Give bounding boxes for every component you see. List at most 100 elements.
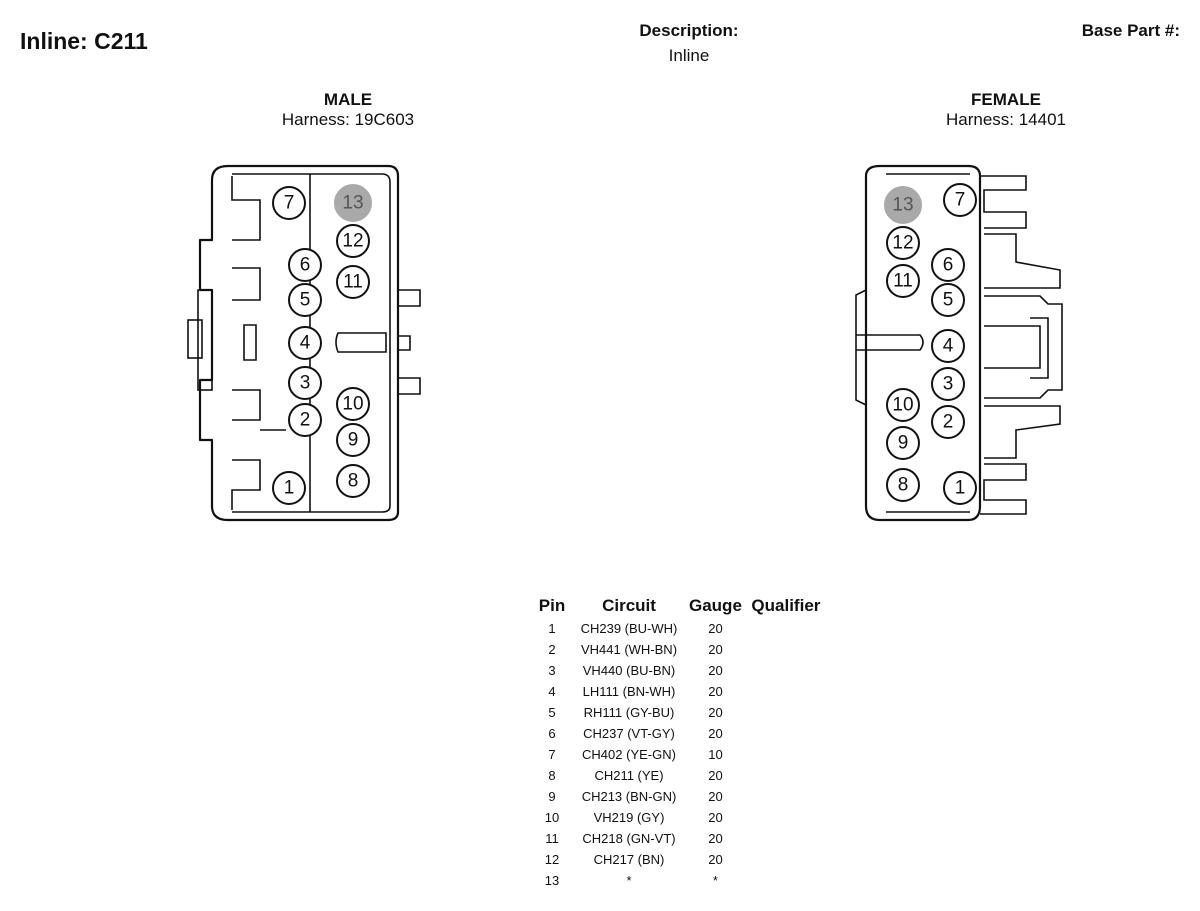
qualifier-cell [744, 744, 828, 765]
circuit-cell: RH111 (GY-BU) [583, 705, 675, 720]
table-row: 5 RH111 (GY-BU) 20 [533, 702, 828, 723]
svg-text:8: 8 [348, 471, 359, 492]
svg-text:5: 5 [943, 290, 954, 311]
female-pin-1: 1 [943, 471, 977, 505]
circuit-cell: CH217 (BN) [593, 852, 665, 867]
male-label: MALE [323, 90, 373, 109]
circuit-cell: VH441 (WH-BN) [580, 642, 678, 657]
qualifier-cell [744, 849, 828, 870]
svg-text:10: 10 [892, 395, 913, 416]
svg-text:7: 7 [955, 190, 966, 211]
male-pin-5: 5 [288, 283, 322, 317]
male-pin-2: 2 [288, 403, 322, 437]
table-row: 13** [533, 870, 828, 891]
qualifier-cell [744, 723, 828, 744]
pin-cell: 2 [548, 642, 556, 657]
svg-text:4: 4 [300, 333, 311, 354]
circuit-cell: CH218 (GN-VT) [582, 831, 676, 846]
header-pin: Pin [538, 596, 566, 615]
gauge-cell: 20 [708, 684, 723, 699]
circuit-cell: LH111 (BN-WH) [582, 684, 676, 699]
female-connector-outline [855, 164, 1063, 522]
pin-cell: 9 [548, 789, 556, 804]
female-pin-3: 3 [931, 367, 965, 401]
svg-text:13: 13 [892, 195, 913, 216]
male-pin-10: 10 [336, 387, 370, 421]
svg-text:2: 2 [300, 410, 311, 431]
svg-text:13: 13 [342, 193, 363, 214]
pin-table: Pin Circuit Gauge Qualifier 1 CH239 (BU-W… [533, 594, 828, 891]
gauge-cell: 20 [708, 642, 723, 657]
svg-text:6: 6 [943, 255, 954, 276]
qualifier-cell [744, 828, 828, 849]
header-qualifier: Qualifier [751, 596, 821, 615]
female-pin-6: 6 [931, 248, 965, 282]
qualifier-cell [744, 807, 828, 828]
male-pin-12: 12 [336, 224, 370, 258]
svg-text:8: 8 [898, 475, 909, 496]
table-row: 9 CH213 (BN-GN) 20 [533, 786, 828, 807]
table-row: 7 CH402 (YE-GN) 10 [533, 744, 828, 765]
svg-text:5: 5 [300, 290, 311, 311]
male-pin-11: 11 [336, 265, 370, 299]
pin-cell: 6 [548, 726, 556, 741]
gauge-cell: 20 [708, 705, 723, 720]
circuit-cell: CH239 (BU-WH) [580, 621, 678, 636]
female-pin-10: 10 [886, 388, 920, 422]
description-label: Description: [639, 21, 739, 40]
male-pin-6: 6 [288, 248, 322, 282]
pin-cell: 5 [548, 705, 556, 720]
gauge-cell: * [712, 873, 718, 888]
circuit-cell: VH219 (GY) [593, 810, 665, 825]
male-pin-3: 3 [288, 366, 322, 400]
svg-text:6: 6 [300, 255, 311, 276]
gauge-cell: 20 [708, 663, 723, 678]
svg-text:11: 11 [343, 272, 363, 293]
svg-text:1: 1 [955, 478, 966, 499]
male-harness: Harness: 19C603 [281, 110, 415, 129]
female-pin-11: 11 [886, 264, 920, 298]
female-pin-7: 7 [943, 183, 977, 217]
gauge-cell: 20 [708, 831, 723, 846]
connector-title: Inline: C211 [20, 28, 148, 54]
pin-table-header: Pin Circuit Gauge Qualifier [533, 594, 828, 618]
svg-text:2: 2 [943, 412, 954, 433]
svg-text:3: 3 [300, 373, 311, 394]
base-part-label: Base Part #: [1081, 21, 1180, 40]
pin-cell: 12 [544, 852, 560, 867]
svg-text:11: 11 [893, 271, 913, 292]
female-pin-9: 9 [886, 426, 920, 460]
svg-text:3: 3 [943, 374, 954, 395]
header-gauge: Gauge [689, 596, 742, 615]
male-connector-outline [187, 164, 421, 522]
qualifier-cell [744, 786, 828, 807]
male-pin-8: 8 [336, 464, 370, 498]
female-pin-13: 13 [884, 186, 922, 224]
qualifier-cell [744, 660, 828, 681]
circuit-cell: CH402 (YE-GN) [582, 747, 676, 762]
header-circuit: Circuit [602, 596, 656, 615]
qualifier-cell [744, 870, 828, 891]
gauge-cell: 20 [708, 789, 723, 804]
pin-cell: 7 [548, 747, 556, 762]
qualifier-cell [744, 681, 828, 702]
svg-text:12: 12 [342, 231, 363, 252]
qualifier-cell [744, 639, 828, 660]
pin-cell: 1 [548, 621, 556, 636]
pin-cell: 10 [544, 810, 560, 825]
male-pin-1: 1 [272, 471, 306, 505]
gauge-cell: 10 [708, 747, 723, 762]
svg-text:1: 1 [284, 478, 295, 499]
qualifier-cell [744, 765, 828, 786]
male-pin-13: 13 [334, 184, 372, 222]
circuit-cell: CH213 (BN-GN) [581, 789, 677, 804]
pin-cell: 3 [548, 663, 556, 678]
pin-cell: 11 [545, 831, 559, 846]
